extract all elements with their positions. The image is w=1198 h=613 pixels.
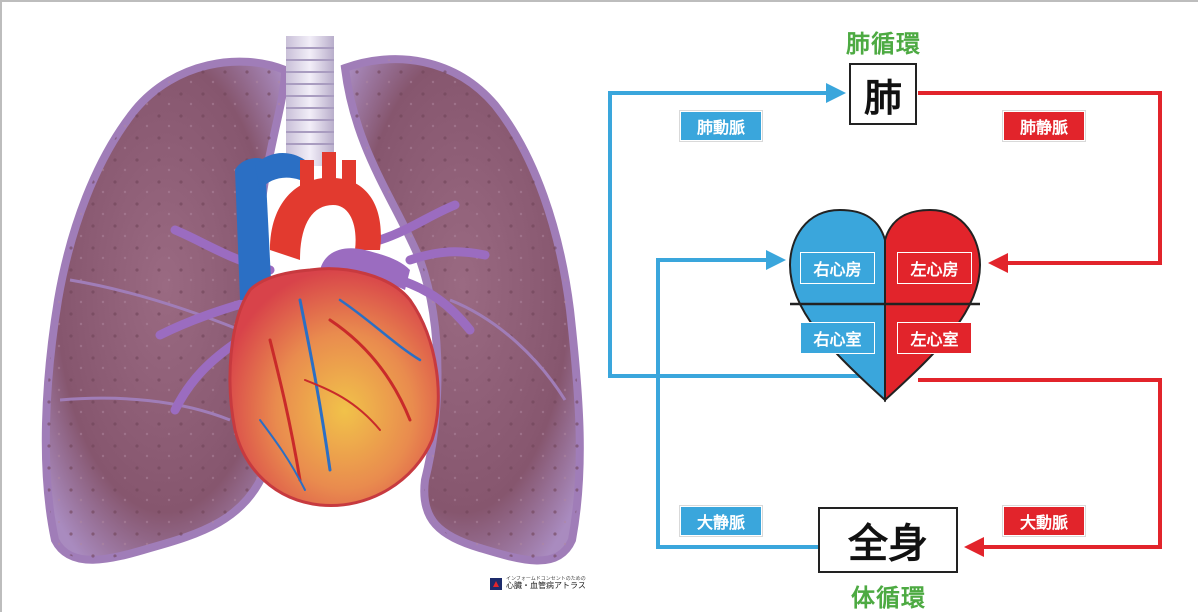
vena-cava-tag: 大静脈 <box>680 506 762 536</box>
aorta-tag: 大動脈 <box>1003 506 1085 536</box>
whole-body-box: 全身 <box>818 507 958 573</box>
heart <box>230 269 438 506</box>
pulmonary-artery-tag: 肺動脈 <box>680 111 762 141</box>
publisher-logo-icon <box>490 578 502 590</box>
right-ventricle: 右心室 <box>800 322 875 354</box>
left-ventricle: 左心室 <box>897 322 972 354</box>
trachea <box>286 36 334 166</box>
pulmonary-vein-tag: 肺静脈 <box>1003 111 1085 141</box>
lung-box: 肺 <box>849 63 917 125</box>
left-atrium: 左心房 <box>897 252 972 284</box>
aorta <box>270 178 381 260</box>
heart-lung-illustration <box>0 0 600 612</box>
systemic-circulation-label: 体循環 <box>851 578 926 613</box>
right-atrium: 右心房 <box>800 252 875 284</box>
pulmonary-circulation-label: 肺循環 <box>846 24 921 59</box>
